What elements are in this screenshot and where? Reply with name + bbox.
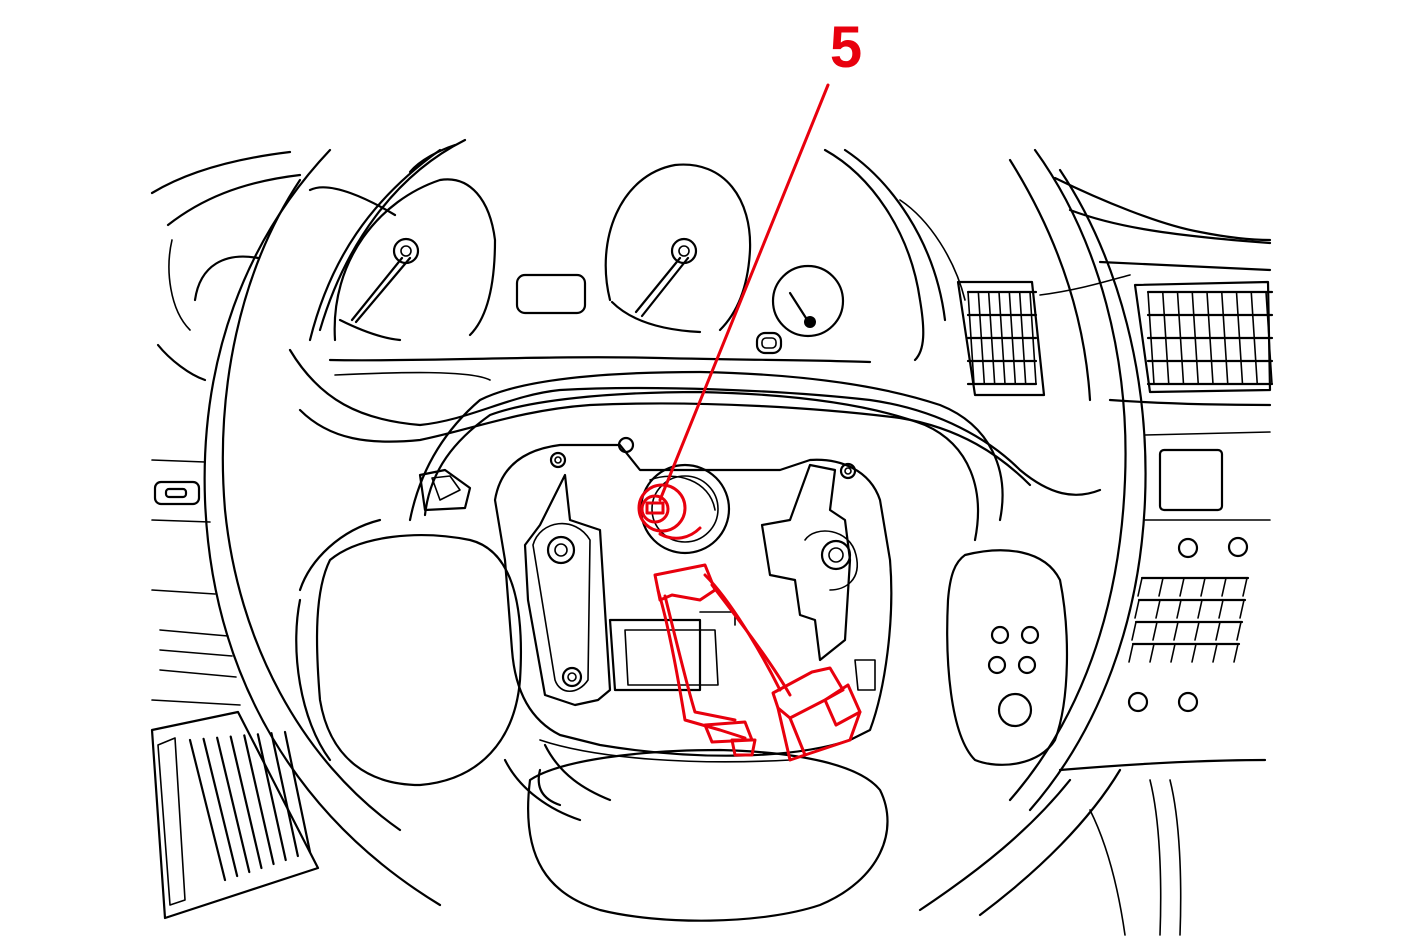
air-vent-right xyxy=(1133,280,1272,394)
dash-switch-divider xyxy=(1200,577,1206,597)
dashboard-right xyxy=(823,148,1274,936)
wheel-control-button-3 xyxy=(987,655,1007,675)
pedal-rib xyxy=(256,733,287,862)
highlighted-components xyxy=(637,83,862,762)
pedal-rib xyxy=(243,734,275,866)
dash-switch-divider xyxy=(1242,577,1248,597)
dash-switch-divider xyxy=(1155,599,1161,619)
dash-switch-divider xyxy=(1134,599,1140,619)
wheel-control-button-4 xyxy=(1017,655,1037,675)
pedal-rib xyxy=(270,732,299,858)
dash-switch-divider xyxy=(1215,621,1221,641)
dash-switch-divider xyxy=(1137,577,1143,597)
pedal-rib xyxy=(283,730,312,854)
dash-switch-divider xyxy=(1176,599,1182,619)
dash-switch-divider xyxy=(1131,621,1137,641)
dash-button-4 xyxy=(1177,691,1199,713)
wheel-control-button-2 xyxy=(1020,625,1040,645)
pedal-rib xyxy=(216,736,251,874)
dash-switch-divider xyxy=(1233,643,1239,663)
dash-switch-divider xyxy=(1179,577,1185,597)
steering-wheel-spokes xyxy=(288,348,1102,922)
dash-switch-divider xyxy=(1158,577,1164,597)
dash-switch-divider xyxy=(1194,621,1200,641)
callout-leader-line xyxy=(658,83,830,502)
instrument-cluster xyxy=(328,163,872,381)
dash-switch-divider xyxy=(1170,643,1176,663)
steering-wheel-rim xyxy=(203,138,1147,917)
dash-switch-divider xyxy=(1218,599,1224,619)
dash-switch-divider xyxy=(1212,643,1218,663)
dash-switch-divider xyxy=(1152,621,1158,641)
dash-switch-divider xyxy=(1149,643,1155,663)
pedal-rib xyxy=(229,735,263,870)
air-vent-left xyxy=(956,280,1046,397)
dash-switch-divider xyxy=(1236,621,1242,641)
dash-switch-divider xyxy=(1239,599,1245,619)
dash-switch-divider xyxy=(1128,643,1134,663)
pedal xyxy=(150,710,320,920)
dash-switch-divider xyxy=(1221,577,1227,597)
dash-button-3 xyxy=(1127,691,1149,713)
dash-button-2 xyxy=(1227,536,1249,558)
pedal-rib xyxy=(202,737,239,878)
dash-switch-divider xyxy=(1191,643,1197,663)
callout-number: 5 xyxy=(830,15,862,80)
wheel-control-knob xyxy=(997,692,1033,728)
dash-button-1 xyxy=(1177,537,1199,559)
pedal-rib xyxy=(188,738,227,882)
dash-switch-divider xyxy=(1197,599,1203,619)
airbag-connector-harness-highlight xyxy=(653,563,862,762)
dashboard-left xyxy=(150,150,302,706)
wheel-control-button-1 xyxy=(990,625,1010,645)
dash-switch-divider xyxy=(1173,621,1179,641)
steering-wheel-bolt-highlight xyxy=(637,483,702,540)
